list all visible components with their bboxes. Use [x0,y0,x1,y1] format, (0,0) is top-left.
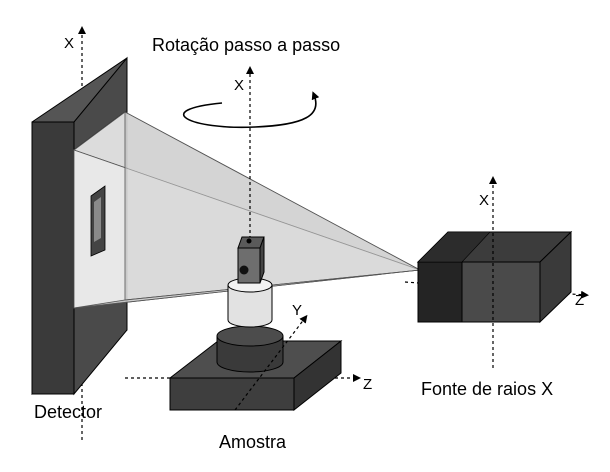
sample-label: Amostra [219,432,287,452]
xray-source [416,230,573,324]
sample [237,236,265,284]
source-x-label: X [479,192,490,209]
rotation-arrow [182,91,320,129]
source-label: Fonte de raios X [421,379,554,399]
sample-holder [227,277,273,328]
diagram-title: Rotação passo a passo [152,35,341,55]
stage-y-axis [234,314,308,411]
rotation-mount [216,325,284,373]
stage-y-label: Y [292,302,303,319]
detector-x-label: X [64,35,75,52]
detector-label: Detector [34,402,103,422]
stage-z-label: Z [363,376,373,393]
rotation-x-label: X [234,77,245,94]
sample-projection [90,185,106,257]
source-z-label: Z [575,292,585,309]
